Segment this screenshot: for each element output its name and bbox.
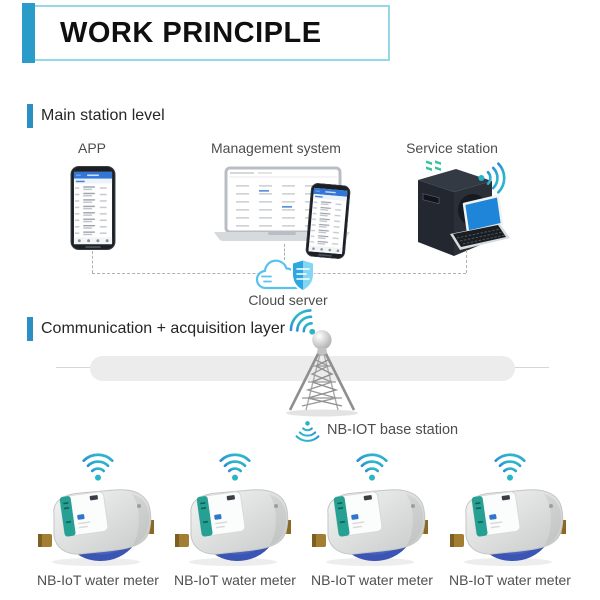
banner-accent-bar [22,3,35,63]
backbone-line-left [56,367,90,368]
water-meter-group: NB-IoT water meter [435,450,585,594]
smartphone-management-illustration [305,182,351,259]
section-marker-communication [27,317,33,341]
section-marker-main-station [27,104,33,128]
connector-service-to-cloud [466,250,467,273]
transmission-tower-icon [262,326,382,418]
water-meter-illustration [310,484,434,568]
water-meter-label: NB-IoT water meter [311,572,433,588]
water-meter-label: NB-IoT water meter [174,572,296,588]
water-meter-group: NB-IoT water meter [297,450,447,594]
service-station-wifi-icon [477,160,507,196]
server-workstation-illustration [418,160,510,256]
banner-box [22,5,390,61]
water-meter-label: NB-IoT water meter [37,572,159,588]
cloud-server-label: Cloud server [248,292,328,308]
water-meter-group: NB-IoT water meter [160,450,310,594]
base-station-label: NB-IOT base station [327,422,459,438]
water-meter-group: NB-IoT water meter [23,450,173,594]
meter-wifi-icon [80,452,116,482]
management-system-label: Management system [211,140,341,156]
section-title-main-station: Main station level [41,107,165,124]
meter-wifi-icon [217,452,253,482]
smartphone-app-illustration [70,166,116,250]
water-meter-illustration [173,484,297,568]
meter-wifi-icon [354,452,390,482]
cloud-shield-icon [255,258,314,293]
section-title-communication: Communication + acquisition layer [41,320,286,337]
page-title: WORK PRINCIPLE [60,17,322,49]
connector-management-to-cloud [284,244,285,260]
connector-app-to-cloud [92,251,93,273]
water-meter-label: NB-IoT water meter [449,572,571,588]
base-station-signal-icon [294,420,321,443]
meter-wifi-icon [492,452,528,482]
service-station-label: Service station [406,140,498,156]
app-label: APP [77,140,106,156]
water-meter-illustration [36,484,160,568]
backbone-pill [90,356,515,381]
backbone-line-right [515,367,549,368]
water-meter-illustration [448,484,572,568]
